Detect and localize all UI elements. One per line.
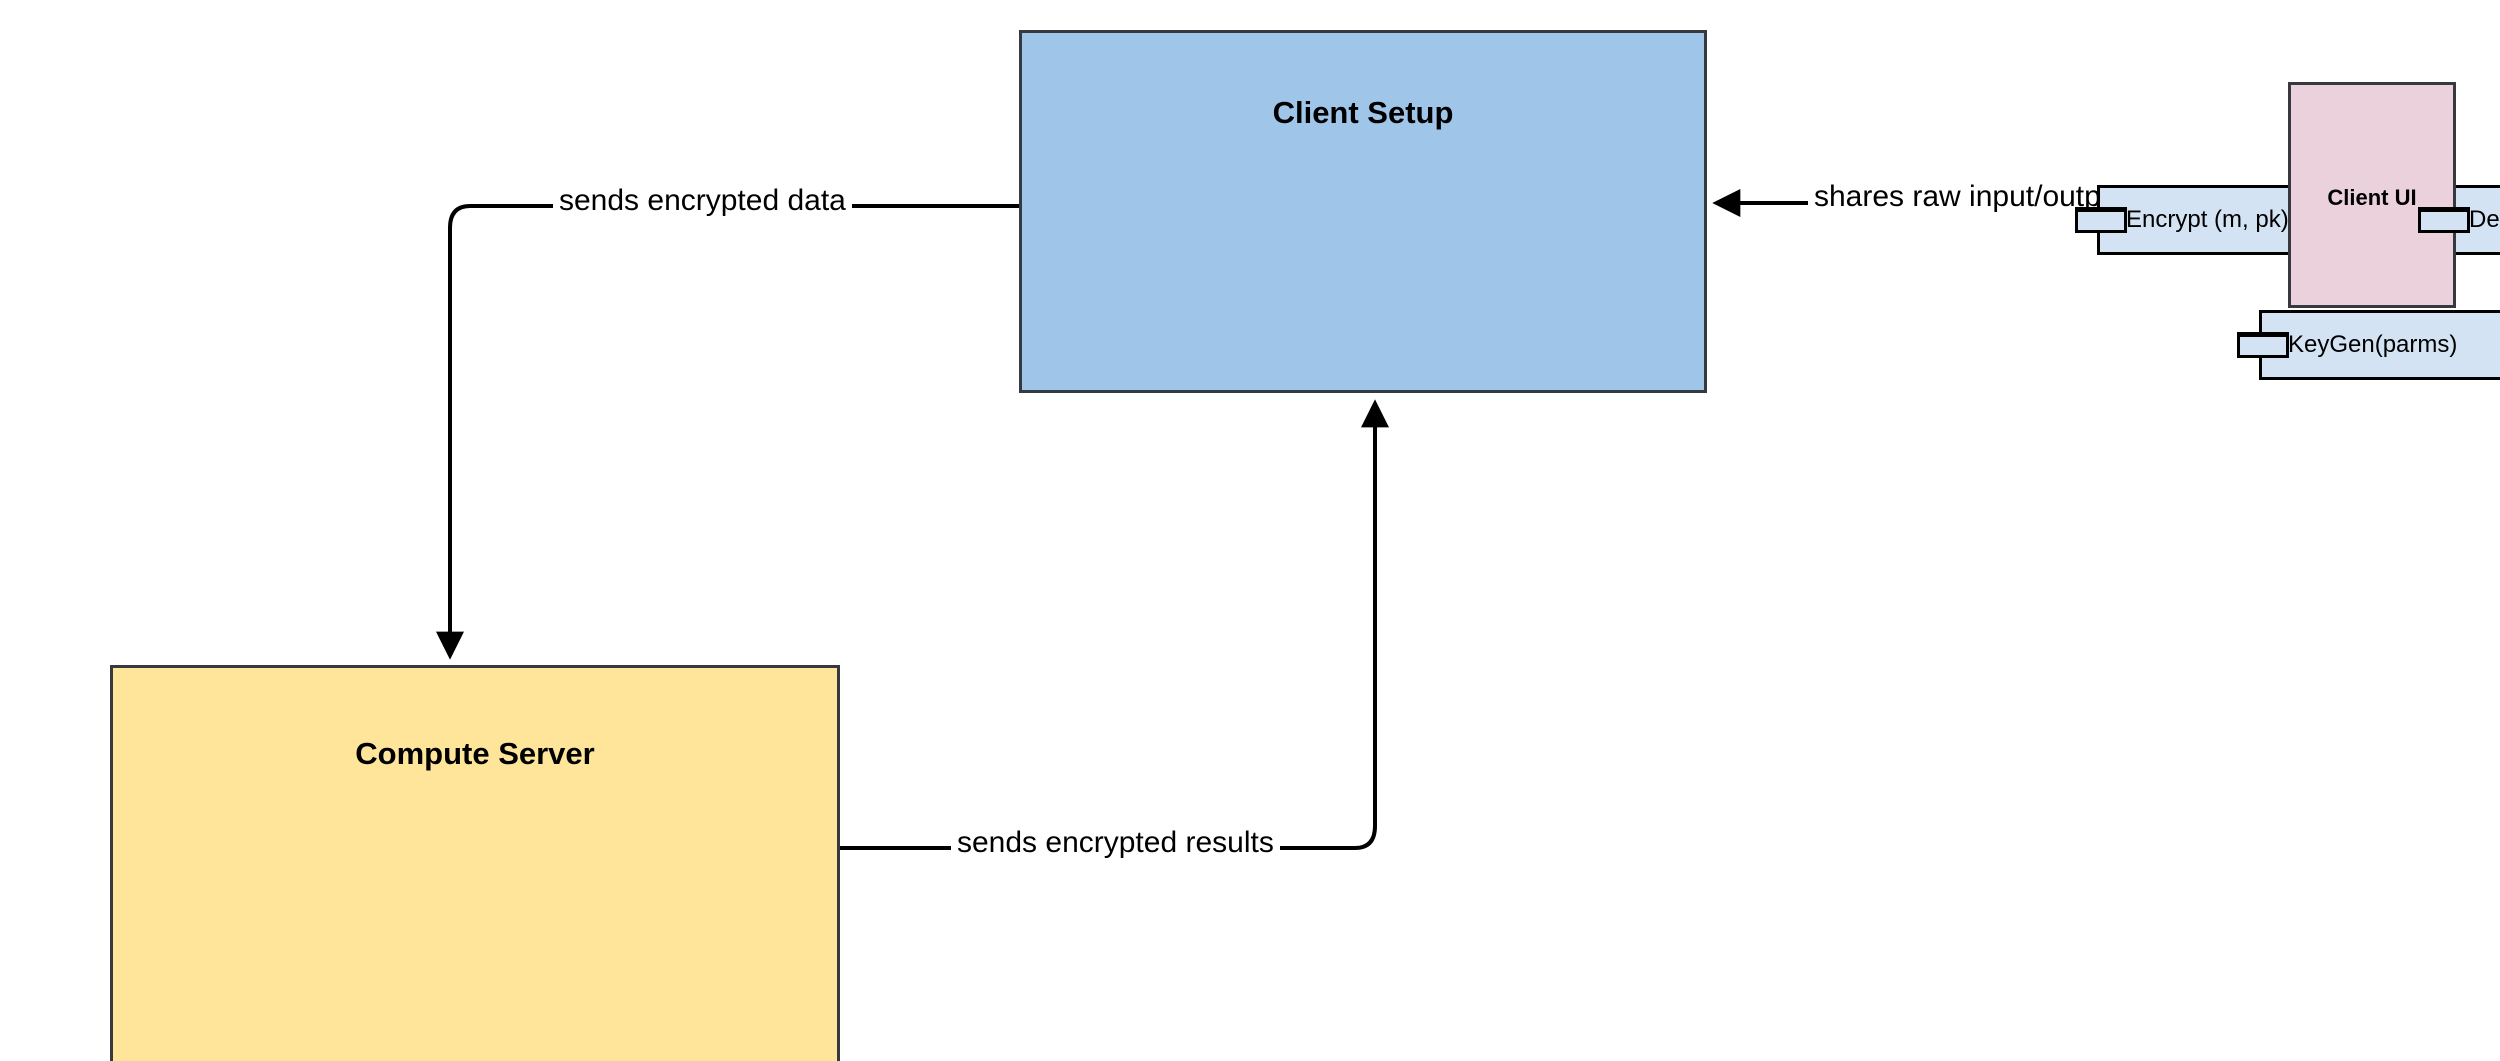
client-ui-title: Client UI <box>2327 185 2417 210</box>
component-label-encrypt: Encrypt (m, pk) <box>2126 205 2289 233</box>
edge-label-sends-encrypted-results: sends encrypted results <box>951 826 1280 860</box>
component-encrypt[interactable]: Encrypt (m, pk) <box>2075 185 2315 255</box>
edge-label-sends-encrypted-data: sends encrypted data <box>553 184 852 218</box>
component-keygen[interactable]: KeyGen(parms) <box>2237 310 2500 380</box>
package-compute-server[interactable]: Compute Server pk Chipertext Operations <box>110 665 840 1061</box>
compute-server-title: Compute Server <box>355 736 595 771</box>
client-setup-title: Client Setup <box>1272 95 1454 130</box>
component-label-keygen: KeyGen(parms) <box>2288 330 2458 358</box>
component-tab-icon <box>2418 209 2470 233</box>
edge-label-shares-raw-input-output: shares raw input/output <box>1808 180 2132 214</box>
component-label-decrypt: Decrypt(c, sk) <box>2469 205 2500 233</box>
component-body: KeyGen(parms) <box>2259 310 2500 380</box>
edge-sends-encrypted-data <box>436 204 1019 660</box>
edge-sends-encrypted-results <box>840 399 1389 850</box>
package-client-setup[interactable]: Client Setup Encrypt (m, pk) Decrypt(c, … <box>1019 30 2500 393</box>
component-tab-icon <box>2237 334 2289 358</box>
component-body: Encrypt (m, pk) <box>2097 185 2315 255</box>
component-tab-icon <box>2075 209 2127 233</box>
package-client-ui[interactable]: Client UI <box>2288 82 2456 308</box>
